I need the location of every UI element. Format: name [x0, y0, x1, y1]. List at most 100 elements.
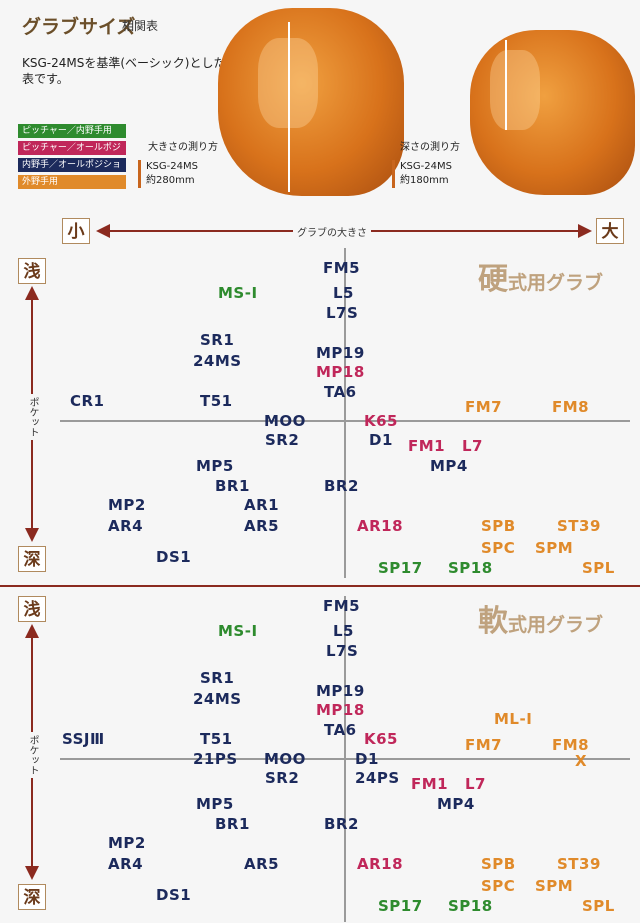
- model-ta6: TA6: [324, 721, 357, 739]
- measure-depth-value: 約180mm: [400, 175, 449, 186]
- model-mp2: MP2: [108, 834, 146, 852]
- arrow-down-icon: [25, 866, 39, 880]
- model-fm7: FM7: [465, 398, 503, 416]
- arrow-right-icon: [578, 224, 592, 238]
- model-sr1: SR1: [200, 331, 235, 349]
- model-st39: ST39: [557, 517, 601, 535]
- model-cr1: CR1: [70, 392, 105, 410]
- model-d1: D1: [369, 431, 393, 449]
- hard-deep-marker: 深: [18, 546, 46, 572]
- model-l5: L5: [333, 622, 354, 640]
- page-title: グラブサイズ: [22, 16, 136, 38]
- model-ms-i: MS-I: [218, 622, 258, 640]
- measure-depth-model: KSG-24MS: [400, 161, 452, 172]
- legend-outfield: 外野手用: [18, 175, 126, 189]
- model-spl: SPL: [582, 559, 615, 577]
- measure-depth-label: 深さの測り方: [400, 142, 460, 153]
- size-axis-label: グラブの大きさ: [293, 224, 371, 239]
- arrow-left-icon: [96, 224, 110, 238]
- legend-infield-allround: 内野手／オールポジション用: [18, 158, 126, 184]
- model-mp18: MP18: [316, 363, 365, 381]
- model-br1: BR1: [215, 815, 250, 833]
- model-ar4: AR4: [108, 855, 144, 873]
- model-sp17: SP17: [378, 897, 423, 915]
- model-ar18: AR18: [357, 855, 404, 873]
- size-small-marker: 小: [62, 218, 90, 244]
- model-fm8: FM8: [552, 736, 590, 754]
- soft-shallow-marker: 浅: [18, 596, 46, 622]
- model-sr2: SR2: [265, 769, 300, 787]
- hard-pocket-label: ポケット: [25, 394, 40, 440]
- hard-shallow-marker: 浅: [18, 258, 46, 284]
- model-mp19: MP19: [316, 344, 365, 362]
- arrow-down-icon: [25, 528, 39, 542]
- model-ssj3: SSJⅢ: [62, 730, 105, 748]
- model-l7s: L7S: [326, 304, 359, 322]
- model-mp19: MP19: [316, 682, 365, 700]
- measure-size-label: 大きさの測り方: [148, 142, 218, 153]
- measure-size-value: 約280mm: [146, 175, 195, 186]
- soft-vertical-axis: [344, 596, 346, 922]
- model-moo: MOO: [264, 750, 306, 768]
- model-ar5: AR5: [244, 517, 280, 535]
- model-fm1: FM1: [408, 437, 446, 455]
- model-l7s: L7S: [326, 642, 359, 660]
- arrow-up-icon: [25, 624, 39, 638]
- model-d1: D1: [355, 750, 379, 768]
- model-ar1: AR1: [244, 496, 280, 514]
- model-x: X: [575, 752, 588, 770]
- soft-pocket-label: ポケット: [25, 732, 40, 778]
- model-sp18: SP18: [448, 897, 493, 915]
- model-ta6: TA6: [324, 383, 357, 401]
- size-measure-line: [288, 22, 290, 192]
- model-fm5: FM5: [323, 259, 361, 277]
- depth-measure-line: [505, 40, 507, 130]
- model-24ms: 24MS: [193, 352, 242, 370]
- model-spl: SPL: [582, 897, 615, 915]
- section-separator: [0, 585, 640, 587]
- measure-size-bar: [138, 160, 141, 188]
- model-spb: SPB: [481, 517, 516, 535]
- model-spm: SPM: [535, 877, 574, 895]
- model-mp4: MP4: [437, 795, 475, 813]
- description-text: KSG-24MSを基準(ベーシック)とした相関表です。: [22, 56, 250, 86]
- model-mp5: MP5: [196, 457, 234, 475]
- arrow-up-icon: [25, 286, 39, 300]
- model-24ps: 24PS: [355, 769, 400, 787]
- hard-section-title: 硬式用グラブ: [478, 262, 604, 297]
- model-ar4: AR4: [108, 517, 144, 535]
- measure-size-model: KSG-24MS: [146, 161, 198, 172]
- model-mp18: MP18: [316, 701, 365, 719]
- model-21ps: 21PS: [193, 750, 238, 768]
- model-t51: T51: [200, 392, 233, 410]
- model-mp5: MP5: [196, 795, 234, 813]
- model-br2: BR2: [324, 477, 359, 495]
- model-spb: SPB: [481, 855, 516, 873]
- model-fm5: FM5: [323, 597, 361, 615]
- model-fm8: FM8: [552, 398, 590, 416]
- model-ar5: AR5: [244, 855, 280, 873]
- model-ms-i: MS-I: [218, 284, 258, 302]
- model-sr2: SR2: [265, 431, 300, 449]
- model-sp18: SP18: [448, 559, 493, 577]
- legend-pitcher-allround: ピッチャー／オールポジション用: [18, 141, 126, 167]
- page-title-sub: 相関表: [122, 19, 159, 33]
- model-br1: BR1: [215, 477, 250, 495]
- model-ds1: DS1: [156, 548, 192, 566]
- model-moo: MOO: [264, 412, 306, 430]
- model-mp2: MP2: [108, 496, 146, 514]
- legend-pitcher-infield: ピッチャー／内野手用: [18, 124, 126, 138]
- model-l5: L5: [333, 284, 354, 302]
- model-spc: SPC: [481, 877, 516, 895]
- model-k65: K65: [364, 730, 398, 748]
- model-ds1: DS1: [156, 886, 192, 904]
- model-sp17: SP17: [378, 559, 423, 577]
- hard-vertical-axis: [344, 248, 346, 578]
- model-fm1: FM1: [411, 775, 449, 793]
- model-ar18: AR18: [357, 517, 404, 535]
- model-br2: BR2: [324, 815, 359, 833]
- model-t51: T51: [200, 730, 233, 748]
- soft-deep-marker: 深: [18, 884, 46, 910]
- model-mp4: MP4: [430, 457, 468, 475]
- model-ml-i: ML-I: [494, 710, 533, 728]
